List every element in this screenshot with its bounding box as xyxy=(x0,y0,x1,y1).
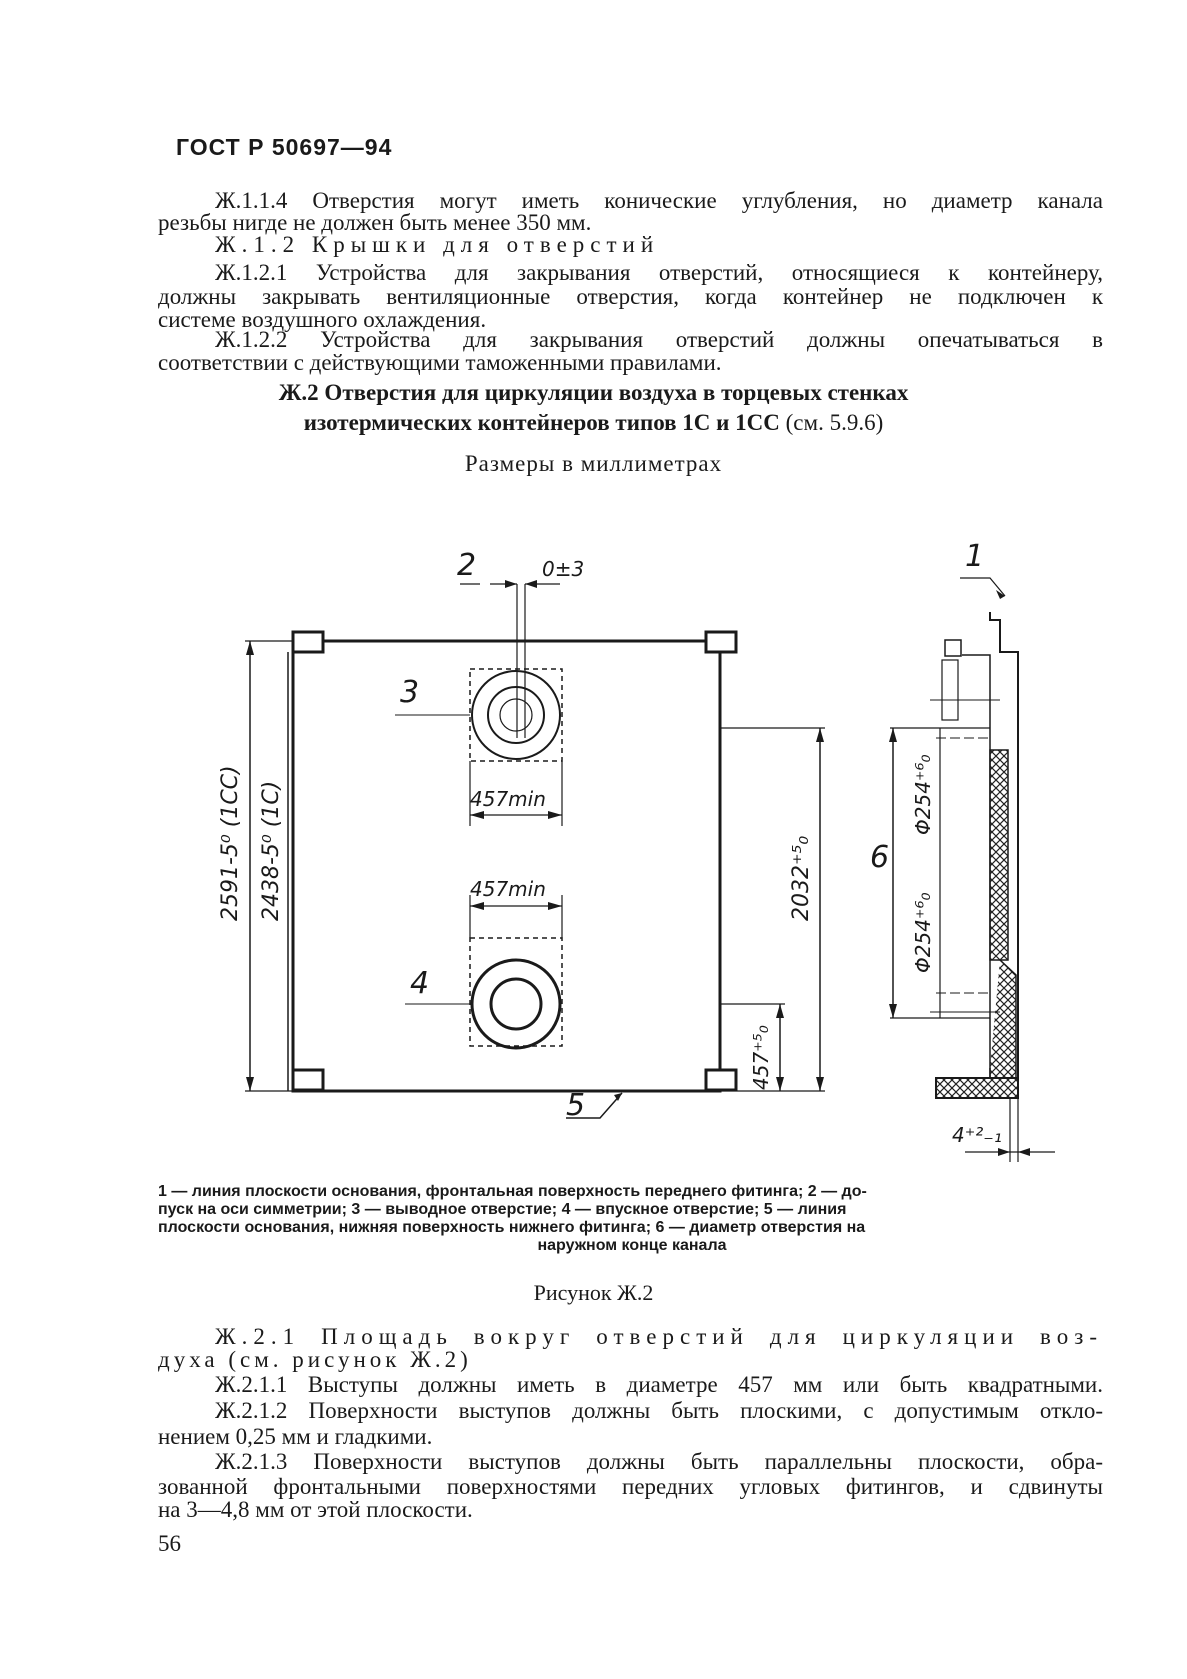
label-6: 6 xyxy=(870,840,889,875)
dimension-2591-1cc: 2591-5⁰ (1CC) xyxy=(218,765,243,921)
section-title-line2: изотермических контейнеров типов 1С и 1С… xyxy=(0,410,1187,436)
label-2: 2 xyxy=(457,548,476,583)
caption-line: наружном конце канала xyxy=(537,1237,727,1254)
offset-dimension: 4⁺²₋₁ xyxy=(952,1123,1002,1147)
outlet-opening xyxy=(469,668,563,826)
clause-heading: Ж.1.2 Крышки для отверстий xyxy=(215,232,660,257)
dimensions-note: Размеры в миллиметрах xyxy=(464,451,723,476)
label-1: 1 xyxy=(965,539,984,574)
label-3: 3 xyxy=(400,675,419,710)
clause-text: Ж.2.1.2 Поверхности выступов должны быть… xyxy=(215,1398,1103,1423)
figure-title: Рисунок Ж.2 xyxy=(533,1280,654,1305)
caption-line: пуск на оси симметрии; 3 — выводное отве… xyxy=(158,1201,847,1218)
inlet-opening xyxy=(469,895,563,1050)
clause-text: нением 0,25 мм и гладкими. xyxy=(158,1424,433,1449)
clause-text: соответствии с действующими таможенными … xyxy=(158,350,722,375)
clause-heading: Ж.2.1 Площадь вокруг отверстий для цирку… xyxy=(215,1324,1103,1349)
clause-text: зованной фронтальными поверхностями пере… xyxy=(158,1474,1103,1499)
upper-width-min-label: 457min xyxy=(470,787,546,811)
clause-text: должны закрывать вентиляционные отверсти… xyxy=(158,284,1103,309)
clause-text: Ж.1.1.4 Отверстия могут иметь конические… xyxy=(215,188,1103,213)
label-5: 5 xyxy=(566,1088,585,1123)
lower-width-min-label: 457min xyxy=(470,877,546,901)
caption-line: плоскости основания, нижняя поверхность … xyxy=(158,1219,866,1236)
diameter-lower: Φ254⁺⁶₀ xyxy=(911,892,935,973)
corner-fitting-bottom-right xyxy=(704,1068,738,1092)
corner-fitting-top-left xyxy=(291,630,325,654)
caption-line: 1 — линия плоскости основания, фронтальн… xyxy=(158,1183,867,1200)
end-wall-outline xyxy=(291,639,722,1093)
dimension-457: 457⁺⁵₀ xyxy=(749,1025,773,1090)
clause-text: резьбы нигде не должен быть менее 350 мм… xyxy=(158,210,592,235)
corner-fitting-top-right xyxy=(704,630,738,654)
section-title: Ж.2 Отверстия для циркуляции воздуха в т… xyxy=(278,380,909,405)
clause-text: Ж.1.2.2 Устройства для закрывания отверс… xyxy=(215,327,1103,352)
clause-text: Ж.2.1.3 Поверхности выступов должны быть… xyxy=(215,1449,1103,1474)
clause-heading: духа (см. рисунок Ж.2) xyxy=(158,1347,472,1372)
document-header: ГОСТ Р 50697—94 xyxy=(176,134,393,160)
diameter-upper: Φ254⁺⁶₀ xyxy=(911,754,935,835)
section-title-bold: изотермических контейнеров типов 1С и 1С… xyxy=(303,410,780,435)
clause-text: на 3—4,8 мм от этой плоскости. xyxy=(158,1497,473,1522)
dimension-2438-1c: 2438-5⁰ (1C) xyxy=(259,781,284,921)
clause-text: системе воздушного охлаждения. xyxy=(158,307,487,332)
label-4: 4 xyxy=(410,966,429,1001)
clause-text: Ж.1.2.1 Устройства для закрывания отверс… xyxy=(215,260,1103,285)
tolerance-axis-label: 0±3 xyxy=(542,557,584,581)
section-title-ref: (см. 5.9.6) xyxy=(785,410,884,435)
side-section-view xyxy=(890,577,1055,1162)
dimension-2032: 2032⁺⁵₀ xyxy=(789,836,814,921)
page-number: 56 xyxy=(158,1531,181,1556)
corner-fitting-bottom-left xyxy=(291,1068,325,1092)
clause-text: Ж.2.1.1 Выступы должны иметь в диаметре … xyxy=(215,1372,1103,1397)
figure-caption: 1 — линия плоскости основания, фронтальн… xyxy=(158,1183,1106,1255)
